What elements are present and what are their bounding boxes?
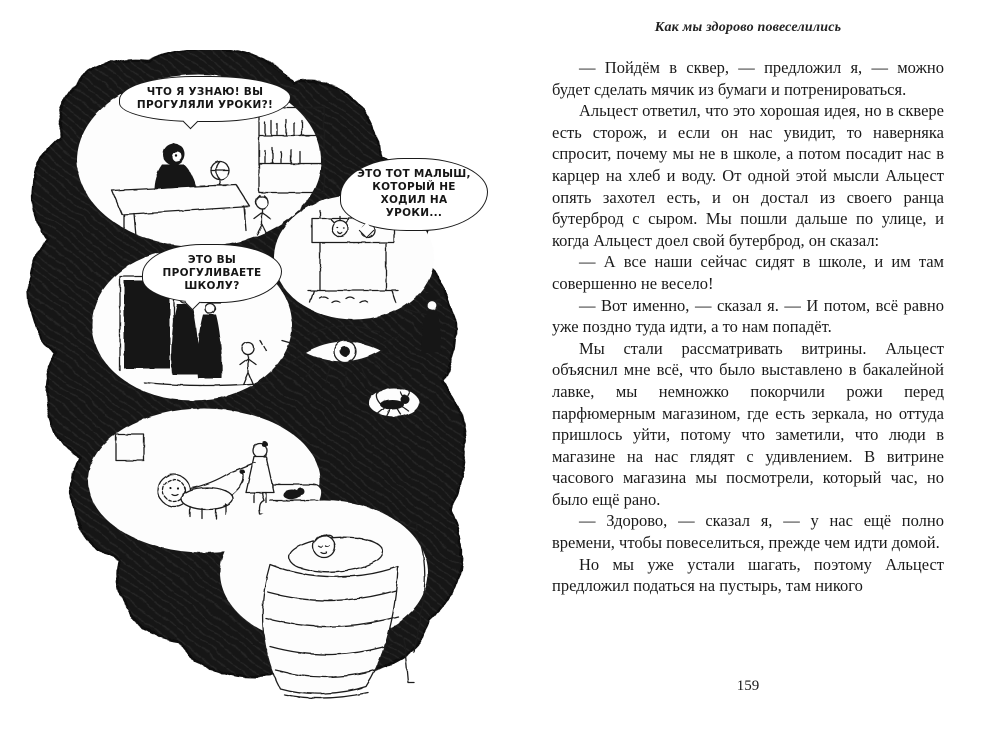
- speech-bubble-stocks: ЭТО ТОТ МАЛЫШ, КОТОРЫЙ НЕ ХОДИЛ НА УРОКИ…: [340, 158, 488, 231]
- speech-bubble-gendarmes: ЭТО ВЫ ПРОГУЛИВАЕТЕ ШКОЛУ?: [142, 244, 282, 304]
- right-page: Как мы здорово повеселились — Пойдём в с…: [552, 0, 944, 751]
- paragraph-7: Но мы уже устали шагать, поэтому Альцест…: [552, 554, 944, 596]
- paragraph-2: Альцест ответил, что это хорошая идея, н…: [552, 101, 944, 250]
- running-cat: [369, 387, 419, 417]
- eye-drawing: [281, 325, 401, 387]
- paragraph-6: — Здорово, — сказал я, — у нас ещё полно…: [552, 511, 944, 553]
- paragraph-5: Мы стали рассматривать витрины. Альцест …: [552, 338, 944, 509]
- classroom-scene: [77, 74, 325, 247]
- dream-illustration: ЧТО Я УЗНАЮ! ВЫ ПРОГУЛЯЛИ УРОКИ?! ЭТО ТО…: [24, 50, 488, 705]
- running-head: Как мы здорово повеселились: [654, 20, 842, 35]
- speech-bubble-teacher: ЧТО Я УЗНАЮ! ВЫ ПРОГУЛЯЛИ УРОКИ?!: [119, 76, 291, 123]
- paragraph-4: — Вот именно, — сказал я. — И потом, всё…: [552, 295, 944, 337]
- paragraph-3: — А все наши сейчас сидят в школе, и им …: [552, 252, 944, 293]
- page-number: 159: [736, 678, 760, 694]
- text-block: — Пойдём в сквер, — предложил я, — можно…: [552, 57, 944, 597]
- dream-cloud-drawing: [28, 50, 467, 699]
- dream-scenes: [77, 74, 442, 699]
- sleeping-child-scene: [220, 500, 428, 699]
- paragraph-1: — Пойдём в сквер, — предложил я, — можно…: [552, 58, 944, 99]
